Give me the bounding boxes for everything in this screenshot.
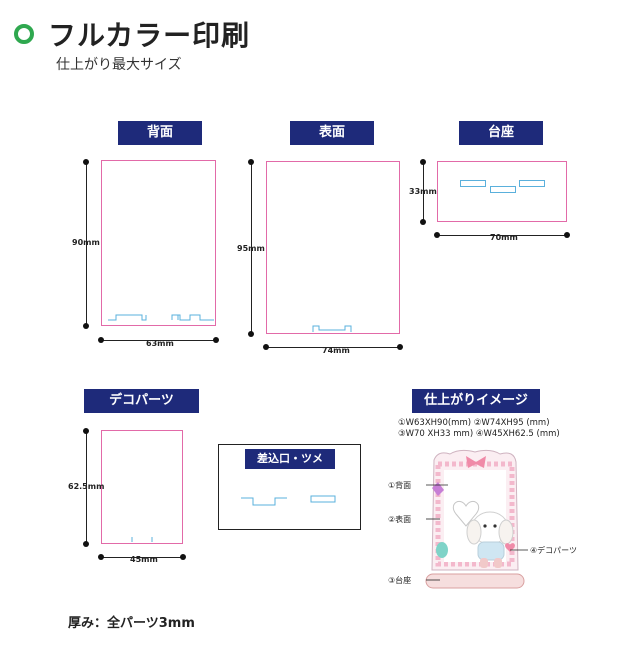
- base-height-line: [423, 162, 424, 222]
- deco-width-line: [101, 557, 183, 558]
- deco-height-line: [86, 431, 87, 544]
- base-height-text: 33mm: [409, 187, 437, 196]
- thickness-note: 厚み：全パーツ3mm: [68, 616, 195, 631]
- dim-dot: [180, 554, 186, 560]
- deco-width-text: 45mm: [130, 555, 158, 564]
- back-slots: [108, 314, 214, 321]
- finished-size-line-2: ③W70 XH33 mm) ④W45XH62.5 (mm): [398, 429, 560, 439]
- dim-dot: [420, 159, 426, 165]
- dim-dot: [213, 337, 219, 343]
- front-slot: [312, 325, 352, 332]
- dim-dot: [420, 219, 426, 225]
- slot-panel: 差込口・ツメ: [218, 444, 361, 530]
- dim-dot: [248, 159, 254, 165]
- back-height-line: [86, 162, 87, 326]
- front-outline: [266, 161, 400, 334]
- base-width-text: 70mm: [490, 233, 518, 242]
- back-label: 背面: [118, 121, 202, 145]
- dim-dot: [397, 344, 403, 350]
- dim-dot: [434, 232, 440, 238]
- base-slot: [490, 186, 516, 193]
- base-outline: [437, 161, 567, 222]
- front-width-line: [266, 347, 400, 348]
- page-title: フルカラー印刷: [48, 19, 251, 52]
- slot-label: 差込口・ツメ: [245, 449, 335, 469]
- deco-outline: [101, 430, 183, 544]
- front-height-line: [251, 162, 252, 334]
- base-width-line: [437, 235, 567, 236]
- back-width-text: 63mm: [146, 339, 174, 348]
- back-outline: [101, 160, 216, 326]
- dim-dot: [98, 337, 104, 343]
- dim-dot: [98, 554, 104, 560]
- deco-slot: [131, 537, 153, 542]
- front-height-text: 95mm: [237, 244, 265, 253]
- front-label: 表面: [290, 121, 374, 145]
- dim-dot: [263, 344, 269, 350]
- finished-label: 仕上がりイメージ: [412, 389, 540, 413]
- callout-base: ③台座: [388, 576, 412, 585]
- finished-size-line-1: ①W63XH90(mm) ②W74XH95 (mm): [398, 418, 550, 428]
- base-slot: [519, 180, 545, 187]
- dim-dot: [83, 428, 89, 434]
- callout-deco: ④デコパーツ: [530, 546, 578, 555]
- dim-dot: [83, 541, 89, 547]
- deco-height-text: 62.5mm: [68, 482, 105, 491]
- dim-dot: [248, 331, 254, 337]
- back-width-line: [101, 340, 216, 341]
- front-width-text: 74mm: [322, 346, 350, 355]
- deco-label: デコパーツ: [84, 389, 199, 413]
- finished-illustration: [425, 449, 528, 589]
- base-label: 台座: [459, 121, 543, 145]
- dim-dot: [83, 323, 89, 329]
- callout-back: ①背面: [388, 481, 412, 490]
- dim-dot: [83, 159, 89, 165]
- back-height-text: 90mm: [72, 238, 100, 247]
- base-slot: [460, 180, 486, 187]
- callout-front: ②表面: [388, 515, 412, 524]
- page-subtitle: 仕上がり最大サイズ: [56, 57, 182, 73]
- dim-dot: [564, 232, 570, 238]
- circle-icon: [14, 24, 34, 44]
- slot-shapes: [241, 495, 336, 506]
